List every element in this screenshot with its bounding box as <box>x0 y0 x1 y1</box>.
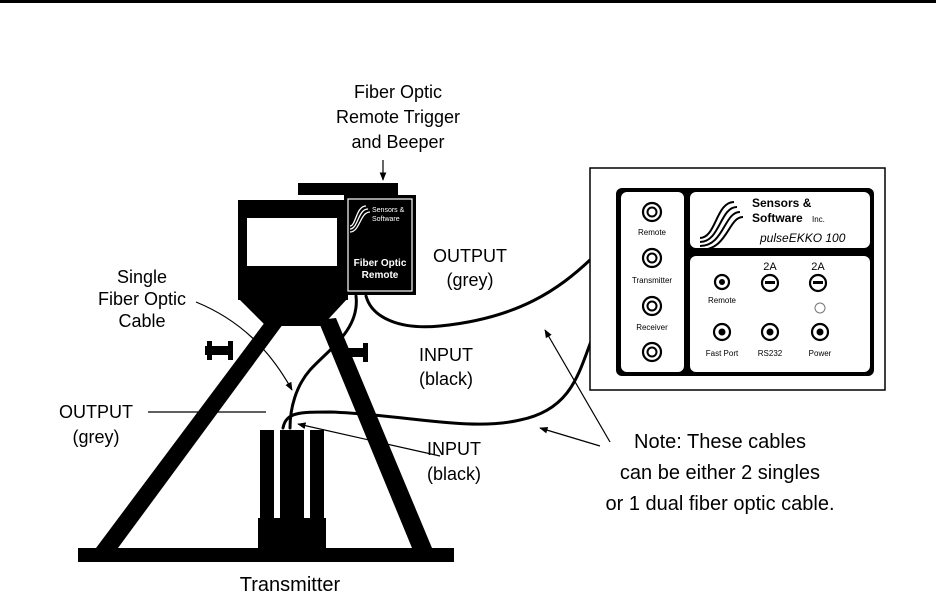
port-fast-port-label: Fast Port <box>706 349 739 358</box>
port-receiver-label: Receiver <box>636 323 668 332</box>
label-input-low-2: (black) <box>427 464 481 484</box>
label-output-left-1: OUTPUT <box>59 402 133 422</box>
label-note-3: or 1 dual fiber optic cable. <box>605 493 834 515</box>
transmitter-core <box>280 430 304 520</box>
tripod-base <box>78 548 454 562</box>
label-single-cable-2: Fiber Optic <box>98 289 186 309</box>
tripod-top-plate <box>298 183 398 195</box>
port-remote-right-label: Remote <box>708 296 737 305</box>
transmitter-plate-left <box>260 430 274 520</box>
fuse-1-icon[interactable] <box>760 273 780 293</box>
port-power-label: Power <box>809 349 832 358</box>
label-input-low-1: INPUT <box>427 439 481 459</box>
label-output-left-2: (grey) <box>72 427 119 447</box>
pulseekko-console: Sensors & Software Inc. pulseEKKO 100 Re… <box>589 167 886 391</box>
cable-remote-to-transmitter <box>288 294 358 430</box>
console-brand-line1: Sensors & <box>752 196 812 210</box>
console-brand-line2: Software <box>752 211 803 225</box>
port-receiver-icon[interactable] <box>641 295 663 317</box>
label-input-mid-2: (black) <box>419 369 473 389</box>
remote-brand-line1: Sensors & <box>372 207 405 214</box>
arrow-input-low <box>297 422 441 457</box>
port-extra-icon[interactable] <box>641 341 663 363</box>
fiber-optic-remote-unit: Sensors & Software Fiber Optic Remote <box>344 195 416 295</box>
transmitter-base-block <box>258 518 326 550</box>
port-transmitter-icon[interactable] <box>641 247 663 269</box>
remote-logo-icon <box>349 205 371 233</box>
port-power-icon[interactable] <box>810 322 830 342</box>
port-rs232-icon[interactable] <box>760 322 780 342</box>
arrow-single-cable <box>195 301 293 391</box>
power-indicator-light <box>814 302 826 314</box>
right-clamp-knob <box>336 343 368 362</box>
remote-name-line2: Remote <box>362 270 399 281</box>
remote-brand-line2: Software <box>372 216 400 223</box>
fuse-2-icon[interactable] <box>808 273 828 293</box>
label-remote-trigger-2: Remote Trigger <box>336 107 460 127</box>
label-note-1: Note: These cables <box>634 431 806 453</box>
fuse-label-2: 2A <box>811 261 825 273</box>
arrow-note-1 <box>539 426 601 447</box>
port-remote-right-icon[interactable] <box>713 273 731 291</box>
console-model-name: pulseEKKO 100 <box>759 231 846 245</box>
label-single-cable-3: Cable <box>118 311 165 331</box>
port-transmitter-label: Transmitter <box>632 276 672 285</box>
console-logo-icon <box>699 201 744 251</box>
arrow-note-2 <box>544 329 611 443</box>
tripod-right-leg <box>318 318 432 548</box>
left-clamp-knob <box>205 341 233 360</box>
remote-name-line1: Fiber Optic <box>354 258 407 269</box>
label-output-top-2: (grey) <box>446 270 493 290</box>
console-brand-block <box>690 192 870 248</box>
port-rs232-label: RS232 <box>758 349 783 358</box>
port-remote-icon[interactable] <box>641 201 663 223</box>
label-remote-trigger-3: and Beeper <box>351 132 444 152</box>
tripod-head-window <box>247 218 337 266</box>
leader-lines <box>148 160 611 457</box>
label-single-cable-1: Single <box>117 267 167 287</box>
transmitter-plate-right <box>310 430 324 520</box>
port-fast-port-icon[interactable] <box>712 322 732 342</box>
tripod-funnel <box>238 298 348 326</box>
label-transmitter: Transmitter <box>240 574 341 596</box>
label-note-2: can be either 2 singles <box>620 462 820 484</box>
label-input-mid-1: INPUT <box>419 345 473 365</box>
top-rule <box>0 0 936 3</box>
console-brand-suffix: Inc. <box>812 215 825 224</box>
console-left-section <box>621 192 684 372</box>
tripod-left-leg <box>96 318 286 548</box>
fuse-label-1: 2A <box>763 261 777 273</box>
text-labels: Fiber Optic Remote Trigger and Beeper Si… <box>59 82 835 596</box>
port-remote-label: Remote <box>638 228 667 237</box>
label-remote-trigger-1: Fiber Optic <box>354 82 442 102</box>
label-output-top-1: OUTPUT <box>433 246 507 266</box>
tripod <box>78 183 454 562</box>
